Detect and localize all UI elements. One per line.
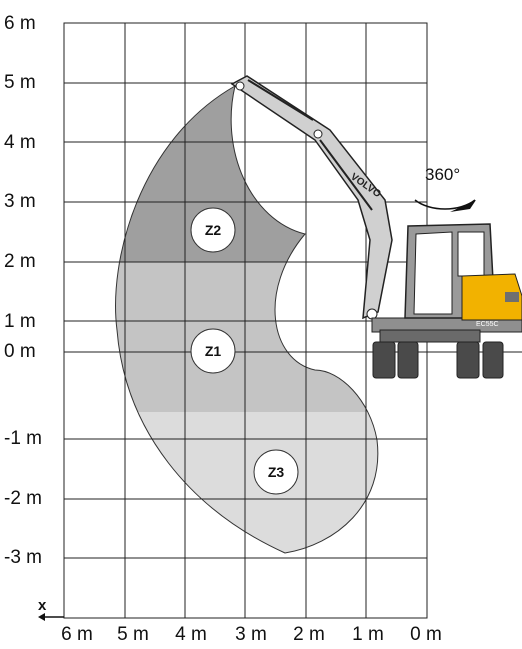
y-axis-label-4m: 4 m	[4, 132, 36, 153]
excavator-body: EC55C	[371, 223, 522, 379]
x-axis-label-1m: 1 m	[352, 624, 384, 645]
zone-circles	[190, 207, 299, 495]
x-axis-marker: x	[38, 597, 47, 614]
zone-label-z3: Z3	[267, 464, 285, 480]
zone-label-z2: Z2	[204, 222, 222, 238]
x-axis-label-2m: 2 m	[293, 624, 325, 645]
rotation-label: 360°	[425, 165, 461, 184]
y-axis-label-2m: 2 m	[4, 251, 36, 272]
x-axis-label-4m: 4 m	[175, 624, 207, 645]
x-axis-label-0m: 0 m	[410, 624, 442, 645]
y-axis-label-minus-3m: -3 m	[4, 547, 42, 568]
y-axis-label-1m: 1 m	[4, 311, 36, 332]
y-axis-label-6m: 6 m	[4, 13, 36, 34]
y-axis-label-minus-2m: -2 m	[4, 488, 42, 509]
y-axis-label-5m: 5 m	[4, 72, 36, 93]
x-axis-label-6m: 6 m	[61, 624, 93, 645]
svg-text:EC55C: EC55C	[476, 321, 499, 328]
y-axis-label-3m: 3 m	[4, 191, 36, 212]
x-axis-label-3m: 3 m	[235, 624, 267, 645]
x-axis-label-5m: 5 m	[117, 624, 149, 645]
y-axis-label-0m: 0 m	[4, 341, 36, 362]
zone-label-z1: Z1	[204, 343, 222, 359]
y-axis-label-minus-1m: -1 m	[4, 428, 42, 449]
x-axis-arrow	[38, 613, 64, 621]
rotation-arrow-icon	[414, 199, 476, 212]
